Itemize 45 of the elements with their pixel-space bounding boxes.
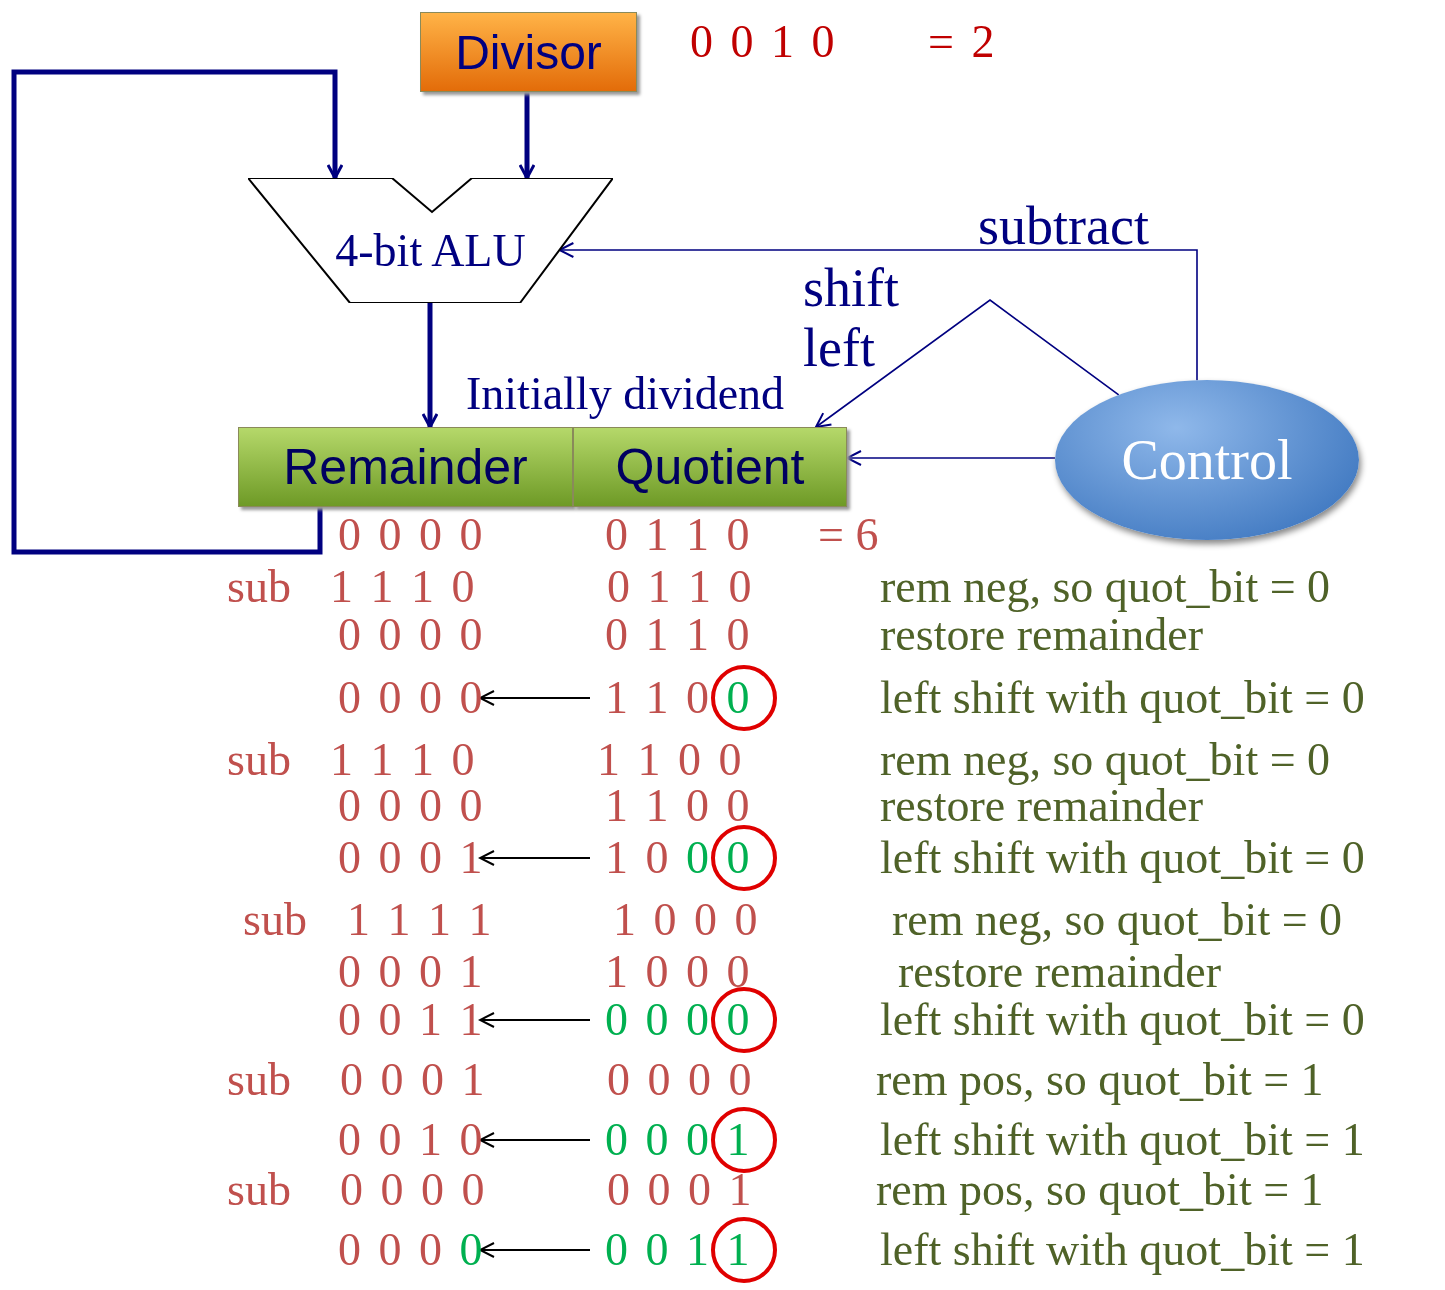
binary-value: 0 0 0 1 — [605, 1114, 750, 1166]
arrow — [815, 299, 1120, 428]
arrow — [11, 69, 344, 555]
edge-label: subtract — [978, 196, 1149, 256]
operation-label: sub — [227, 561, 291, 613]
binary-value: 1 1 1 1 — [347, 894, 492, 946]
step-note: rem pos, so quot_bit = 1 — [876, 1054, 1324, 1106]
binary-value: 0 0 0 0 — [338, 672, 483, 724]
control-ellipse: Control — [1055, 380, 1359, 540]
remainder-register: Remainder — [238, 427, 573, 507]
arrow — [518, 92, 536, 180]
binary-value: 1 0 0 0 — [605, 832, 750, 884]
operation-label: sub — [227, 1164, 291, 1216]
operation-label: sub — [227, 734, 291, 786]
binary-value: 0 0 0 0 — [338, 1224, 483, 1276]
binary-value: = 2 — [928, 16, 995, 68]
binary-value: 1 1 0 0 — [605, 672, 750, 724]
step-note: rem pos, so quot_bit = 1 — [876, 1164, 1324, 1216]
arrow — [846, 450, 1056, 466]
caption-text: Initially dividend — [466, 367, 785, 421]
operation-label: sub — [227, 1054, 291, 1106]
binary-value: 1 0 0 0 — [613, 894, 758, 946]
step-note: left shift with quot_bit = 1 — [880, 1224, 1365, 1276]
decimal-value: = 6 — [818, 509, 879, 561]
step-note: left shift with quot_bit = 0 — [880, 672, 1365, 724]
binary-value: 0 0 0 1 — [338, 832, 483, 884]
binary-value: 0 0 0 1 — [340, 1054, 485, 1106]
binary-value: 0 0 1 0 — [690, 16, 835, 68]
binary-value: 0 0 0 0 — [340, 1164, 485, 1216]
edge-label: shift left — [803, 258, 900, 378]
arrow — [558, 242, 1198, 381]
operation-label: sub — [243, 894, 307, 946]
step-note: left shift with quot_bit = 1 — [880, 1114, 1365, 1166]
divisor-register: Divisor — [420, 12, 637, 92]
quotient-register: Quotient — [573, 427, 847, 507]
binary-value: 0 0 1 0 — [338, 1114, 483, 1166]
step-note: rem neg, so quot_bit = 0 — [892, 894, 1343, 946]
binary-value: 0 0 0 0 — [607, 1054, 752, 1106]
binary-value: 0 0 0 1 — [607, 1164, 752, 1216]
binary-value: 0 0 0 0 — [338, 509, 483, 561]
step-note: left shift with quot_bit = 0 — [880, 832, 1365, 884]
binary-value: 0 0 1 1 — [605, 1224, 750, 1276]
alu-block: 4-bit ALU — [248, 178, 613, 303]
arrow — [421, 303, 439, 429]
binary-value: 0 1 1 0 — [605, 509, 750, 561]
